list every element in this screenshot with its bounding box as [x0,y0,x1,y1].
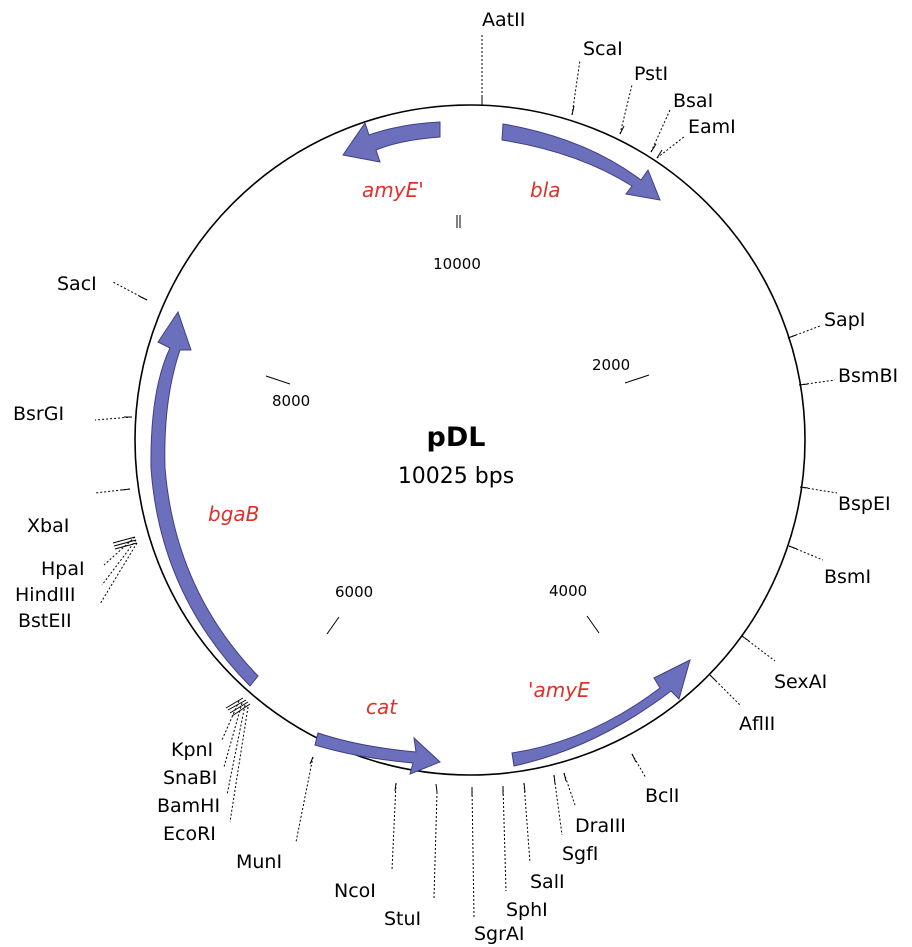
site-label-BspEI: BspEI [838,493,891,515]
site-label-SacI: SacI [57,273,97,295]
site-label-DraIII: DraIII [575,815,626,837]
feature-arrow-amyE-prime [342,121,441,163]
site-label-BsmI: BsmI [824,566,871,588]
feature-label-amyE-prime: amyE' [362,178,424,202]
feature-label-bla: bla [530,178,561,202]
site-label-StuI: StuI [384,908,421,930]
site-label-BamHI: BamHI [157,795,220,817]
site-cluster-ticks [225,697,251,717]
site-label-SgfI: SgfI [562,843,598,865]
site-cluster-ticks-2 [112,536,138,550]
position-marker-2000: 2000 [592,356,650,384]
site-leader-PstI [619,84,633,135]
site-label-XbaI: XbaI [27,515,69,537]
site-leader-NcoI [391,782,397,871]
site-leader-SgrAI [471,786,475,918]
position-marker-6000: 6000 [326,583,373,635]
position-marker-8000: 8000 [265,375,310,410]
site-label-HpaI: HpaI [41,558,85,580]
site-label-EamI: EamI [688,116,736,138]
feature-label-amyE: 'amyE [528,678,590,702]
position-label-8000: 8000 [272,392,310,410]
plasmid-name: pDL [427,422,486,453]
site-leader-BamHI [226,704,246,796]
site-leader-BsaI [650,109,671,153]
site-leader-HindIII [101,539,137,586]
site-leader-HpaI [103,536,136,566]
site-label-BclI: BclI [645,785,679,807]
site-label-SgrAI: SgrAI [474,923,525,945]
site-leader-ScaI [571,59,581,116]
plasmid-size: 10025 bps [398,464,514,489]
site-leader-BstEII [99,542,138,605]
site-leader-SnaBI [223,702,243,768]
site-leader-StuI [433,791,438,899]
site-leader-EamI [656,135,686,159]
plasmid-backbone [134,104,806,776]
site-label-KpnI: KpnI [171,739,213,761]
site-label-MunI: MunI [236,851,282,873]
position-marker-4000: 4000 [549,582,600,634]
feature-arrow-cat [314,732,441,775]
site-label-PstI: PstI [634,63,668,85]
site-leader-SalI [523,782,531,864]
site-label-BstEII: BstEII [18,610,72,632]
site-label-BsrGI: BsrGI [13,403,64,425]
site-leader-SacI [112,281,148,301]
site-label-BsmBI: BsmBI [838,365,898,387]
site-label-SapI: SapI [824,309,865,331]
position-label-4000: 4000 [549,582,587,600]
site-label-ScaI: ScaI [583,38,623,60]
site-leader-KpnI [221,700,240,741]
position-marker-10000: 10000 [433,215,481,273]
site-label-AatII: AatII [482,9,525,31]
position-label-6000: 6000 [335,583,373,601]
site-leader-MunI [295,756,314,843]
site-leader-EcoRI [229,706,249,823]
site-leader-SexAI [741,635,776,662]
site-label-SphI: SphI [506,899,548,921]
site-leader-AflII [709,674,741,706]
feature-arrow-bla [501,123,661,201]
site-leader-SgfI [553,774,563,836]
site-label-BsaI: BsaI [673,90,713,112]
feature-label-bgaB: bgaB [208,502,259,526]
site-label-HindIII: HindIII [15,584,75,606]
site-label-EcoRI: EcoRI [163,823,216,845]
site-label-SexAI: SexAI [774,671,827,693]
feature-arrow-amyE [511,659,691,767]
site-label-AflII: AflII [739,713,775,735]
site-label-SalI: SalI [530,871,565,893]
feature-label-cat: cat [366,695,398,719]
position-label-10000: 10000 [433,255,481,273]
position-label-2000: 2000 [592,356,630,374]
feature-arrow-bgaB [150,310,259,687]
site-ticks [121,96,809,796]
site-label-SnaBI: SnaBI [163,767,217,789]
site-leader-SphI [502,785,507,892]
site-label-NcoI: NcoI [334,880,376,902]
